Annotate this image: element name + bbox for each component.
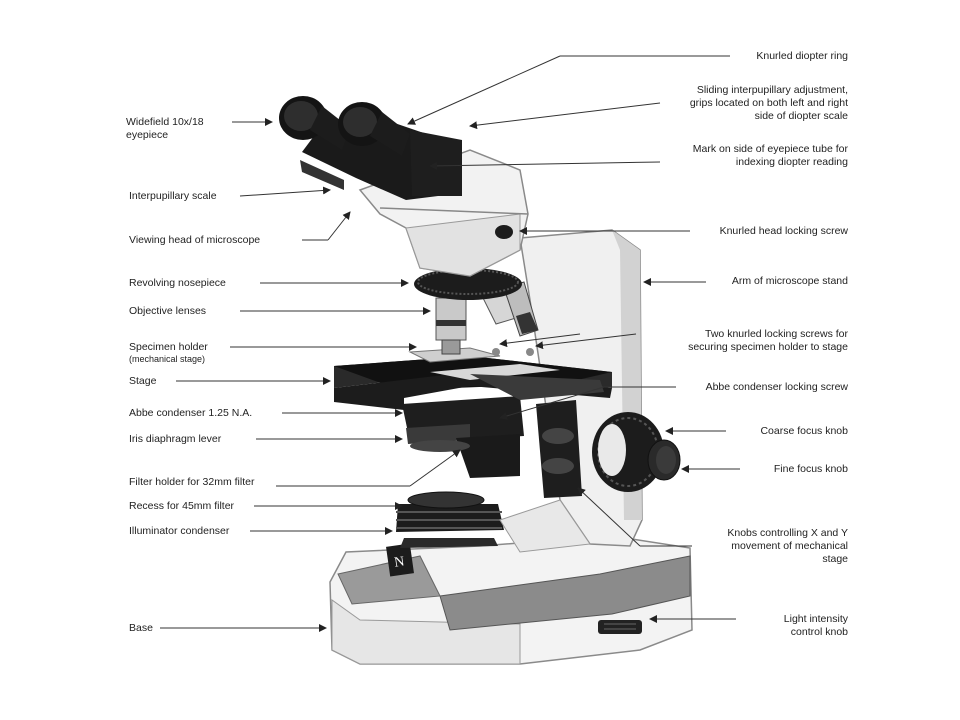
label-coarse-focus: Coarse focus knob bbox=[760, 425, 848, 438]
brand-logo: N bbox=[386, 543, 414, 576]
label-specimen-holder: Specimen holder bbox=[129, 341, 208, 354]
base bbox=[330, 536, 692, 664]
label-iris-diaphragm-lever: Iris diaphragm lever bbox=[129, 433, 221, 446]
label-knobs-xy: Knobs controlling X and Y movement of me… bbox=[727, 527, 848, 566]
label-mechanical-stage: (mechanical stage) bbox=[129, 354, 205, 365]
label-arm-of-stand: Arm of microscope stand bbox=[732, 275, 848, 288]
label-objective-lenses: Objective lenses bbox=[129, 305, 206, 318]
illuminator-condenser bbox=[396, 492, 504, 548]
knurled-head-screw bbox=[495, 225, 513, 239]
label-widefield-eyepiece: Widefield 10x/18 eyepiece bbox=[126, 116, 204, 142]
label-stage: Stage bbox=[129, 375, 156, 388]
label-fine-focus: Fine focus knob bbox=[774, 463, 848, 476]
label-filter-holder: Filter holder for 32mm filter bbox=[129, 476, 254, 489]
label-illuminator-condenser: Illuminator condenser bbox=[129, 525, 229, 538]
label-revolving-nosepiece: Revolving nosepiece bbox=[129, 277, 226, 290]
light-intensity-knob bbox=[598, 620, 642, 634]
abbe-condenser bbox=[402, 396, 524, 478]
label-light-intensity: Light intensity control knob bbox=[784, 613, 848, 639]
svg-text:N: N bbox=[393, 554, 405, 570]
label-base: Base bbox=[129, 622, 153, 635]
label-recess-filter: Recess for 45mm filter bbox=[129, 500, 234, 513]
fine-focus-knob bbox=[648, 440, 680, 480]
label-two-knurled-screws: Two knurled locking screws for securing … bbox=[688, 328, 848, 354]
label-abbe-condenser: Abbe condenser 1.25 N.A. bbox=[129, 407, 252, 420]
focus-block bbox=[536, 400, 582, 498]
label-abbe-locking-screw: Abbe condenser locking screw bbox=[706, 381, 848, 394]
label-knurled-head-screw: Knurled head locking screw bbox=[720, 225, 848, 238]
label-interpupillary-scale: Interpupillary scale bbox=[129, 190, 217, 203]
label-knurled-diopter-ring: Knurled diopter ring bbox=[756, 50, 848, 63]
label-sliding-interpupillary: Sliding interpupillary adjustment, grips… bbox=[690, 84, 848, 123]
label-viewing-head: Viewing head of microscope bbox=[129, 234, 260, 247]
label-mark-eyepiece-tube: Mark on side of eyepiece tube for indexi… bbox=[693, 143, 848, 169]
